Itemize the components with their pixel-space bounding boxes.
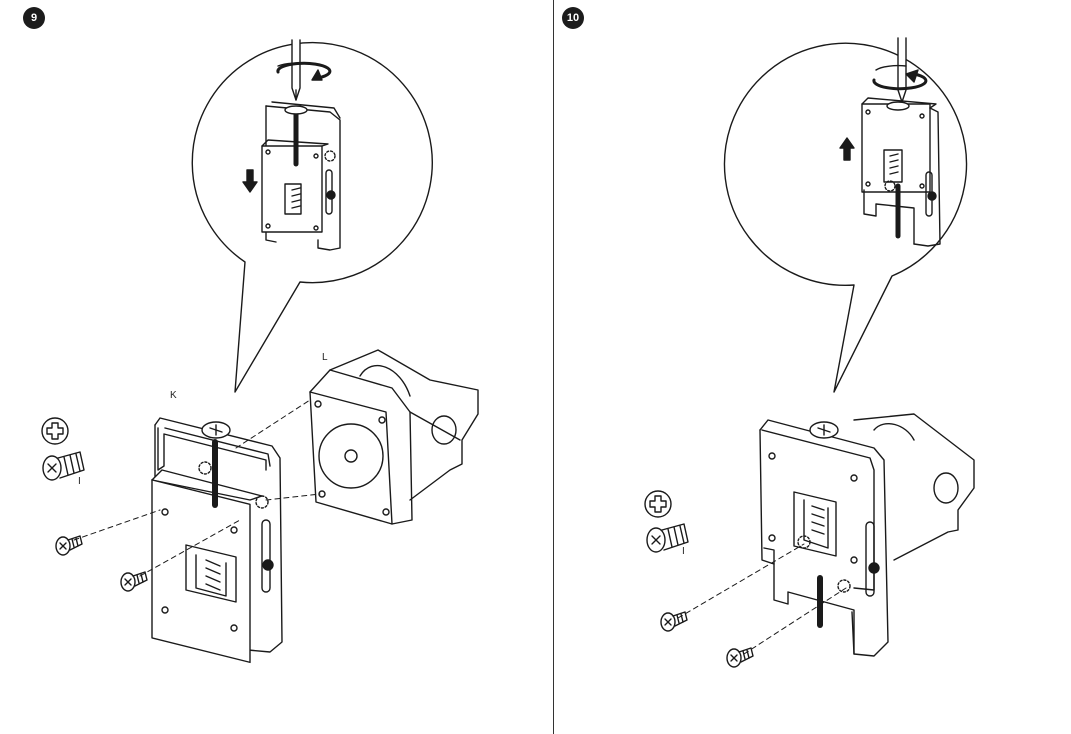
phillips-screwdriver-icon [897,37,907,103]
step-9-panel: 9 [23,7,479,664]
panel-divider [553,0,554,734]
adapter-plate-l [853,413,975,561]
screw-icon [42,451,85,481]
screw-icon [55,535,83,556]
rotation-arrow-icon [872,64,928,91]
rotation-arrow-icon [276,61,332,81]
step-number-badge: 10 [562,7,584,29]
phillips-screwdriver-icon [291,39,301,101]
screw-label-i: I [78,476,81,487]
screw-icon [726,647,754,668]
screw-icon [120,571,148,592]
step-number-badge: 9 [23,7,45,29]
alignment-lines [677,543,847,655]
zoom-callout [723,42,968,393]
screw-label-i: I [682,546,685,557]
alignment-lines [73,399,321,577]
step-9-illustration [41,39,479,664]
up-arrow-icon [839,137,855,161]
mounting-bracket-k [151,417,283,664]
down-arrow-icon [242,169,258,193]
screw-icon [646,523,689,553]
zoomed-bracket [261,101,341,251]
step-10-illustration [644,37,975,668]
mounting-bracket-k [759,419,889,657]
phillips-head-legend-icon [644,490,672,518]
phillips-head-legend-icon [41,417,69,445]
bracket-label-k: K [170,390,177,401]
adapter-label-l: L [322,352,328,363]
zoomed-bracket [861,97,941,247]
screw-icon [660,611,688,632]
adapter-plate-l [309,349,479,525]
step-10-panel: 10 [554,0,1071,734]
